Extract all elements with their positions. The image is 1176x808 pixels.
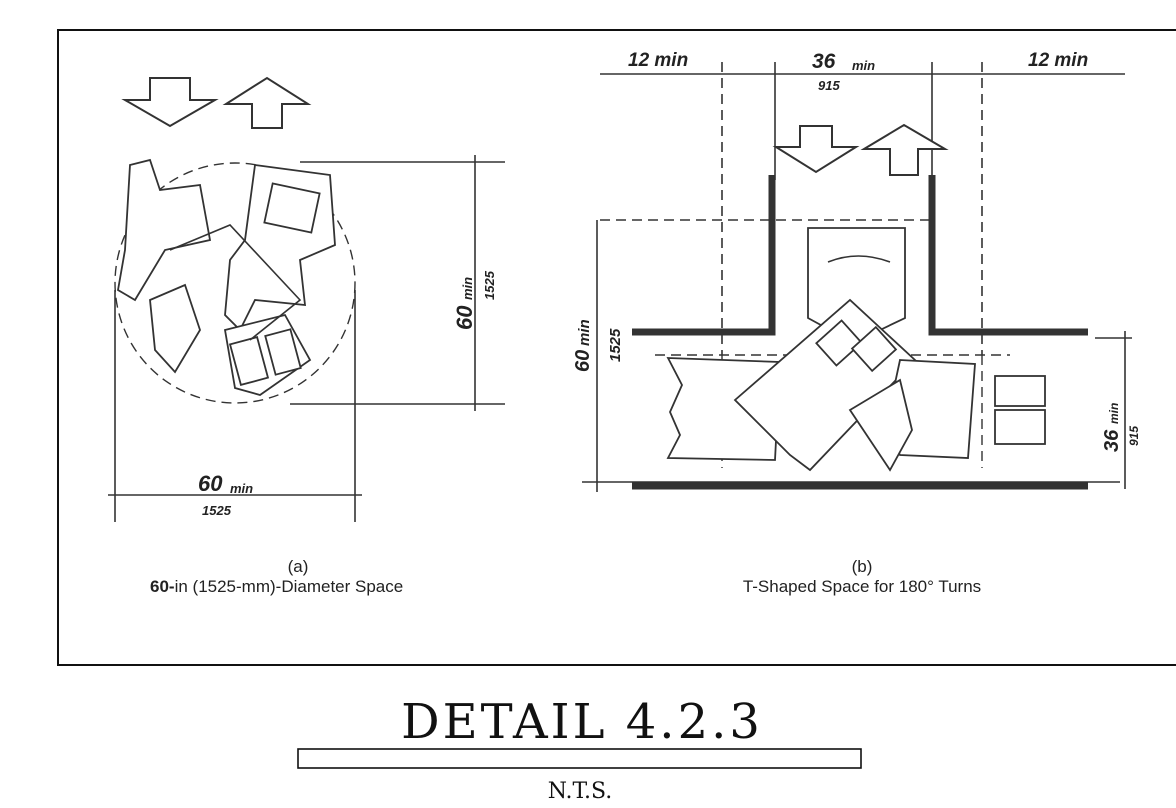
wheelchair-outline — [117, 158, 336, 396]
dim-a-horizontal-mm: 1525 — [202, 503, 232, 518]
scale-note: N.T.S. — [548, 779, 613, 804]
figure-b: 12 min 36 min 915 12 min — [572, 50, 1141, 596]
dim-b-right: 12 min — [1028, 50, 1088, 71]
dim-b-center-unit: min — [852, 58, 875, 73]
dim-b-right-vertical-value: 36 — [1101, 429, 1123, 452]
detail-title: DETAIL 4.2.3 — [401, 694, 763, 750]
dim-a-horizontal-unit: min — [230, 481, 253, 496]
dim-b-vertical-value: 60 — [572, 350, 594, 372]
dim-b-center-value: 36 — [812, 50, 836, 73]
figure-a-caption-rest: in (1525-mm)-Diameter Space — [175, 577, 404, 596]
figure-b-label: (b) — [852, 557, 873, 576]
wheelchair-outline — [666, 227, 1046, 472]
dim-b-center-mm: 915 — [818, 78, 840, 93]
wall-right — [928, 175, 1088, 336]
wall-left — [632, 175, 776, 336]
down-arrow-icon — [121, 77, 219, 128]
dim-b-vertical-mm: 1525 — [607, 328, 624, 362]
dim-b-right-vertical-unit: min — [1107, 403, 1121, 424]
dim-a-vertical-unit: min — [460, 277, 475, 300]
figure-a-caption-bold: 60- — [150, 577, 175, 596]
figure-b-caption: T-Shaped Space for 180° Turns — [743, 577, 981, 596]
figure-a-caption: 60-in (1525-mm)-Diameter Space — [150, 577, 403, 596]
dim-b-right-vertical-mm: 915 — [1127, 426, 1141, 446]
dim-a-horizontal-value: 60 — [198, 471, 223, 496]
figure-a-label: (a) — [288, 557, 309, 576]
turning-circle — [114, 162, 356, 404]
dim-b-vertical-unit: min — [576, 319, 593, 346]
down-arrow-icon — [772, 125, 860, 174]
dim-a-vertical-value: 60 — [452, 305, 477, 330]
up-arrow-icon — [222, 76, 312, 129]
dim-a-vertical-mm: 1525 — [482, 270, 497, 300]
drawing-border — [57, 29, 1176, 666]
figure-a: 60 min 1525 60 min 1525 (a) 60-in (1525-… — [108, 76, 505, 596]
dim-b-left: 12 min — [628, 50, 688, 71]
title-underline-bar — [297, 748, 862, 769]
up-arrow-icon — [860, 123, 949, 176]
